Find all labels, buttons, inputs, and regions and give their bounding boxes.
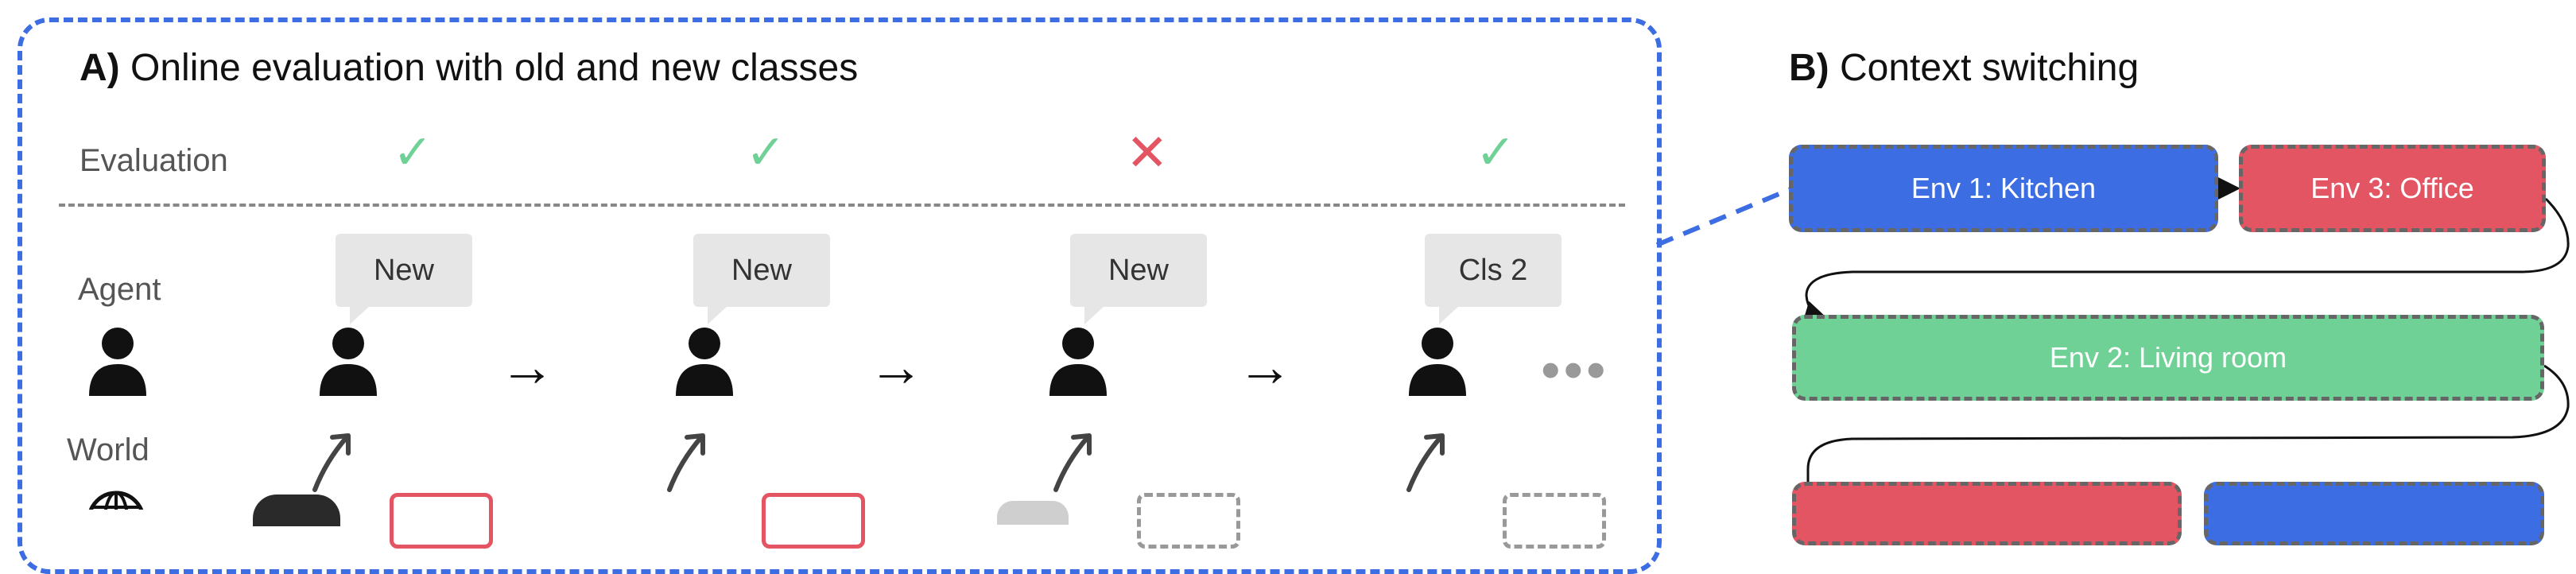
check-icon: ✓: [746, 126, 786, 179]
person-icon: [1409, 328, 1466, 396]
person-icon: [1049, 328, 1107, 396]
env-box-blue: [2204, 482, 2544, 545]
right-arrow-icon: →: [868, 335, 924, 398]
evaluation-row-label: Evaluation: [80, 143, 228, 178]
person-icon: [89, 328, 146, 396]
right-arrow-icon: →: [1237, 335, 1293, 398]
up-arrow-icon: [1053, 433, 1092, 492]
check-icon: ✓: [393, 126, 433, 179]
context-switch-flow-lines: [1802, 176, 2570, 510]
object-image: [997, 501, 1069, 525]
up-arrow-icon: [667, 433, 705, 492]
up-arrow-icon: [312, 433, 351, 492]
world-row-label: World: [67, 432, 149, 467]
object-outline-dashed: [1503, 493, 1606, 549]
person-icon: [676, 328, 733, 396]
panel-connector-line: [1655, 187, 1792, 247]
ellipsis: •••: [1541, 339, 1609, 401]
object-outline-red: [762, 493, 865, 549]
agent-row-label: Agent: [78, 272, 161, 307]
env-living-room-label: Env 2: Living room: [2049, 341, 2287, 374]
prediction-bubble: New: [1070, 234, 1207, 324]
env-kitchen-box: Env 1: Kitchen: [1789, 145, 2218, 232]
object-outline-dashed: [1137, 493, 1240, 549]
panel-a-title-prefix: A): [80, 47, 120, 89]
env-office-box: Env 3: Office: [2239, 145, 2546, 232]
panel-a-title-text: Online evaluation with old and new class…: [119, 47, 859, 89]
prediction-bubble: Cls 2: [1425, 234, 1562, 324]
env-office-label: Env 3: Office: [2310, 172, 2474, 204]
env-kitchen-label: Env 1: Kitchen: [1911, 172, 2097, 204]
check-icon: ✓: [1476, 126, 1516, 179]
up-arrow-icon: [1406, 433, 1445, 492]
evaluation-divider: [59, 204, 1625, 207]
globe-icon: [88, 491, 144, 510]
panel-b-title-text: Context switching: [1829, 47, 2140, 89]
prediction-bubble: New: [336, 234, 472, 324]
env-box-red: [1792, 482, 2182, 545]
object-outline-red: [390, 493, 493, 549]
mug-object-image: [253, 494, 340, 526]
panel-a-title: A) Online evaluation with old and new cl…: [80, 46, 858, 90]
env-living-room-box: Env 2: Living room: [1792, 315, 2544, 401]
right-arrow-icon: →: [499, 335, 555, 398]
person-icon: [320, 328, 377, 396]
prediction-bubble: New: [693, 234, 830, 324]
cross-icon: ✕: [1126, 124, 1169, 181]
panel-b-title: B) Context switching: [1789, 46, 2139, 90]
panel-b-title-prefix: B): [1789, 47, 1829, 89]
